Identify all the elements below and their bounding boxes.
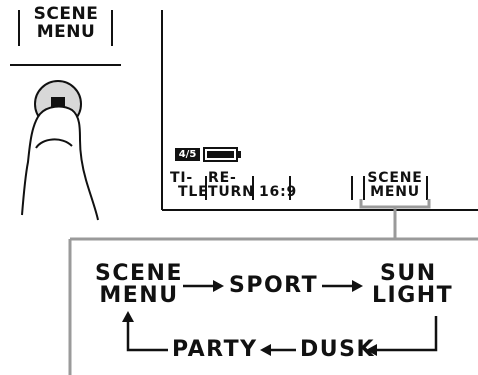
flow-sunlight-line2: LIGHT xyxy=(372,285,466,307)
menu-item-scene-menu: SCENE MENU xyxy=(364,171,426,199)
flow-party: PARTY xyxy=(172,339,258,361)
arrow-up-icon xyxy=(122,311,168,350)
menu-item-aspect-line1 xyxy=(255,171,291,185)
menu-item-title-line1: TI- xyxy=(170,171,206,185)
menu-item-scene-line1: SCENE xyxy=(364,171,426,185)
flow-scene-menu-line1: SCENE xyxy=(93,263,185,285)
battery-icon xyxy=(204,148,241,161)
arrow-right-icon xyxy=(183,280,224,292)
menu-item-return-line2: TURN xyxy=(208,185,252,199)
menu-item-scene-line2: MENU xyxy=(364,185,426,199)
menu-item-title-line2: TLE xyxy=(170,185,206,199)
flow-scene-menu-line2: MENU xyxy=(93,285,185,307)
menu-item-title: TI- TLE xyxy=(170,171,206,199)
arrow-down-icon xyxy=(366,316,436,356)
button-label-line1: SCENE xyxy=(20,5,112,23)
flow-sunlight-line1: SUN xyxy=(372,263,466,285)
scene-menu-button-label: SCENE MENU xyxy=(20,5,112,41)
menu-item-return: RE- TURN xyxy=(208,171,252,199)
menu-item-return-line1: RE- xyxy=(208,171,252,185)
arrow-right-icon xyxy=(322,280,363,292)
highlight-bracket xyxy=(361,199,429,207)
finger-press-icon xyxy=(22,81,98,220)
button-label-line2: MENU xyxy=(20,23,112,41)
arrow-left-icon xyxy=(260,344,296,356)
flow-sunlight: SUN LIGHT xyxy=(372,263,466,307)
menu-item-aspect-line2: 16:9 xyxy=(255,185,291,199)
flow-scene-menu: SCENE MENU xyxy=(93,263,185,307)
flow-sport: SPORT xyxy=(229,275,321,297)
flow-dusk: DUSK xyxy=(300,339,362,361)
tape-indicator: 4/5 xyxy=(175,148,200,161)
menu-item-aspect: 16:9 xyxy=(255,171,291,199)
